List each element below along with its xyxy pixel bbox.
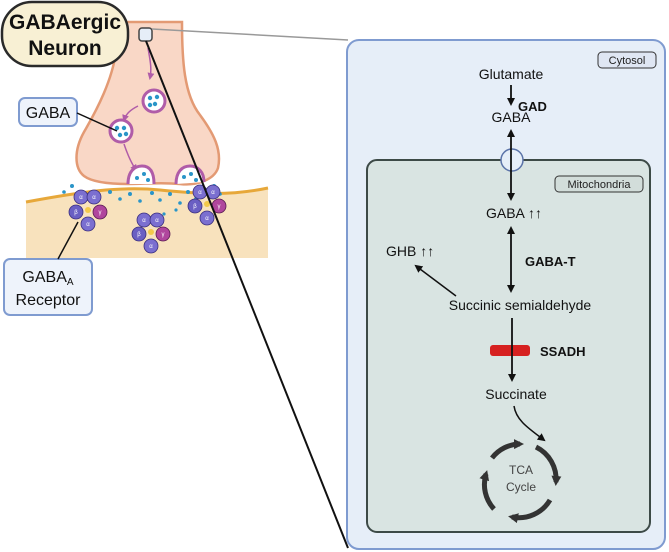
gaba-pointer-line	[76, 112, 118, 132]
receptor-pointer-line	[57, 221, 79, 260]
cytosol-label: Cytosol	[609, 55, 646, 67]
postsynaptic-edge	[25, 186, 269, 204]
node-gaba-cytosol: GABA	[492, 109, 532, 125]
subunit-alpha: α	[92, 195, 96, 201]
zoom-connector-top	[151, 28, 349, 41]
receptor-label-line2: Receptor	[16, 292, 82, 309]
subunit-gamma: γ	[162, 232, 165, 238]
subunit-alpha: α	[86, 222, 90, 228]
enzyme-gaba-t: GABA-T	[525, 254, 576, 269]
tca-cycle-label-line2: Cycle	[506, 480, 536, 494]
gabaa-receptor: α α β γ α	[187, 184, 227, 226]
subunit-alpha: α	[149, 244, 153, 250]
subunit-alpha: α	[205, 216, 209, 222]
tca-cycle-label-line1: TCA	[509, 463, 533, 477]
subunit-alpha: α	[155, 218, 159, 224]
mitochondrial-transporter	[500, 148, 524, 172]
zoom-marker	[138, 27, 153, 42]
cytosol-tag: Cytosol	[597, 51, 657, 69]
node-glutamate: Glutamate	[479, 66, 544, 82]
subunit-alpha: α	[198, 190, 202, 196]
neuron-title-line2: Neuron	[28, 37, 102, 60]
node-succinate: Succinate	[485, 386, 547, 402]
subunit-alpha: α	[79, 195, 83, 201]
gabaa-receptor: α α β γ α	[68, 189, 108, 232]
ssadh-deficiency-block	[490, 345, 530, 356]
enzyme-ssadh: SSADH	[540, 344, 586, 359]
subunit-gamma: γ	[218, 204, 221, 210]
mitochondria-tag: Mitochondria	[554, 175, 644, 193]
receptor-label-line1: GABAA	[22, 269, 73, 288]
node-succinic-semialdehyde: Succinic semialdehyde	[449, 297, 592, 313]
subunit-beta: β	[74, 210, 78, 216]
subunit-beta: β	[137, 232, 141, 238]
arrow-ssa-to-ghb	[414, 264, 457, 297]
vesicle-fusing	[126, 164, 156, 185]
vesicle-path-arrow-1	[147, 47, 155, 80]
neuron-title-badge: GABAergic Neuron	[0, 0, 130, 68]
enzyme-gad: GAD	[518, 99, 547, 114]
neuron-title-line1: GABAergic	[9, 11, 121, 34]
subunit-beta: β	[193, 204, 197, 210]
receptor-label-box: GABAA Receptor	[3, 258, 93, 316]
tca-cycle-icon	[479, 439, 562, 524]
node-gaba-mitochondria: GABA ↑↑	[486, 205, 542, 221]
subunit-alpha: α	[142, 218, 146, 224]
vesicle	[108, 118, 134, 144]
subunit-alpha: α	[211, 190, 215, 196]
mitochondria-label: Mitochondria	[568, 179, 632, 191]
gaba-label-box: GABA	[18, 97, 78, 127]
gabaa-receptor: α α β γ α	[131, 212, 171, 254]
subunit-gamma: γ	[99, 210, 102, 216]
zoom-connector-bottom	[145, 40, 349, 549]
arrow-succinate-to-tca	[513, 405, 546, 442]
gaba-label: GABA	[26, 105, 71, 122]
vesicle	[141, 88, 167, 114]
node-ghb: GHB ↑↑	[386, 243, 434, 259]
vesicle-path-arrow-2	[122, 105, 139, 122]
